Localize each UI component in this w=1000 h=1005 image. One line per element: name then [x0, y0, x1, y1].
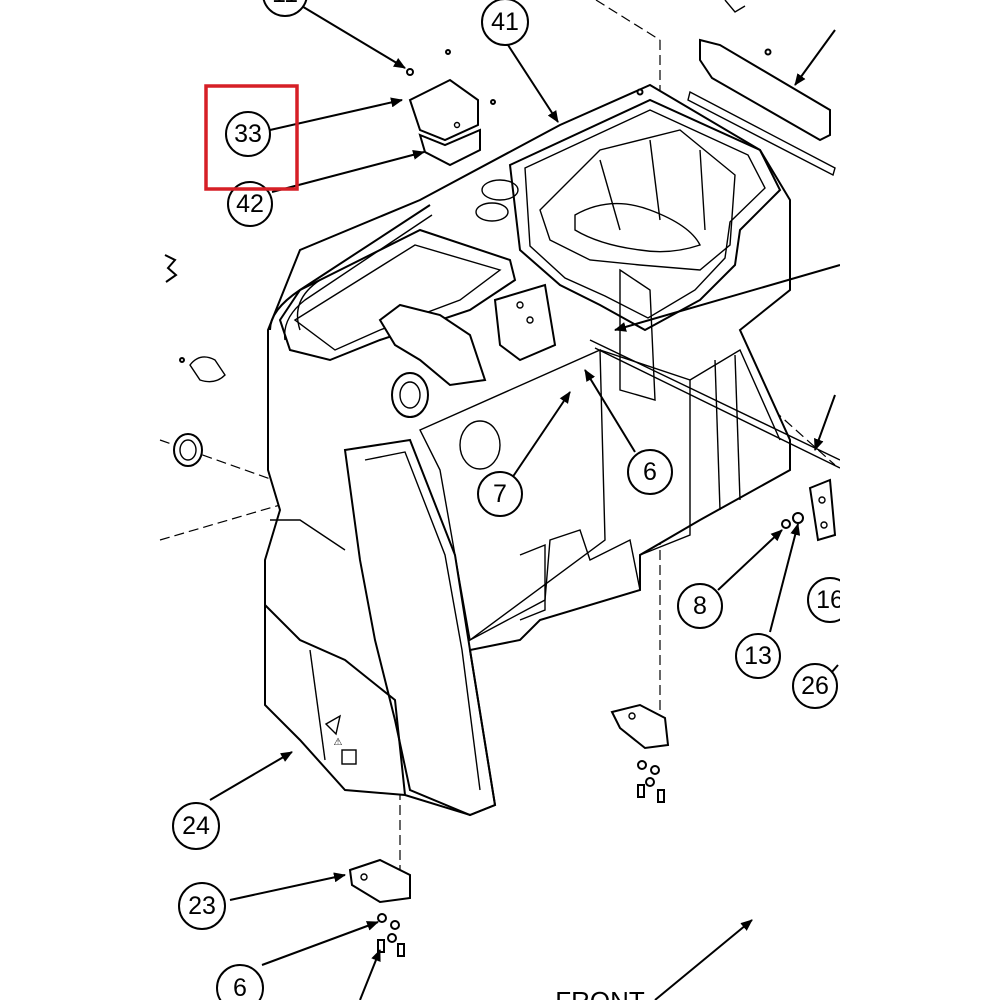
long-rod: [589, 339, 841, 469]
highlight-box: [204, 84, 299, 191]
bracket-part-33: [408, 78, 481, 167]
hinge-right: [610, 703, 670, 803]
top-right-strip-parts: [490, 0, 836, 177]
svg-text:⚠: ⚠: [334, 737, 343, 748]
balloon-6-lower[interactable]: 6: [216, 964, 264, 1005]
balloon-24[interactable]: 24: [172, 802, 220, 850]
svg-text:42: 42: [236, 190, 264, 218]
balloon-11[interactable]: 11: [262, 0, 308, 17]
svg-text:26: 26: [801, 672, 829, 700]
screws-8-13: [781, 512, 804, 529]
svg-text:8: 8: [693, 592, 707, 620]
svg-text:33: 33: [234, 120, 262, 148]
svg-text:41: 41: [491, 8, 519, 36]
balloon-8[interactable]: 8: [677, 583, 723, 629]
svg-text:11: 11: [272, 0, 298, 8]
balloon-6-upper[interactable]: 6: [627, 449, 673, 495]
front-direction-label: FRONT: [555, 986, 645, 1000]
svg-text:6: 6: [233, 974, 247, 1000]
left-margin-hardware: [164, 254, 226, 467]
svg-text:16: 16: [816, 586, 844, 614]
balloon-42[interactable]: 42: [227, 181, 273, 227]
leader-lines: [209, 4, 841, 1001]
svg-text:24: 24: [182, 812, 210, 840]
balloon-7[interactable]: 7: [477, 471, 523, 517]
right-margin: [840, 0, 1000, 1000]
svg-text:6: 6: [643, 458, 657, 486]
balloon-33[interactable]: 33: [225, 111, 271, 157]
balloon-26[interactable]: 26: [792, 663, 838, 709]
console-body-part-41: ⚠: [264, 83, 791, 817]
svg-text:7: 7: [493, 480, 507, 508]
svg-text:13: 13: [744, 642, 772, 670]
balloon-13[interactable]: 13: [735, 633, 781, 679]
svg-text:23: 23: [188, 892, 216, 920]
balloon-23[interactable]: 23: [178, 882, 226, 930]
pin-part-11: [406, 49, 451, 76]
hinge-part-23: [348, 858, 411, 957]
side-bracket: [808, 478, 837, 542]
balloon-41[interactable]: 41: [481, 0, 529, 46]
